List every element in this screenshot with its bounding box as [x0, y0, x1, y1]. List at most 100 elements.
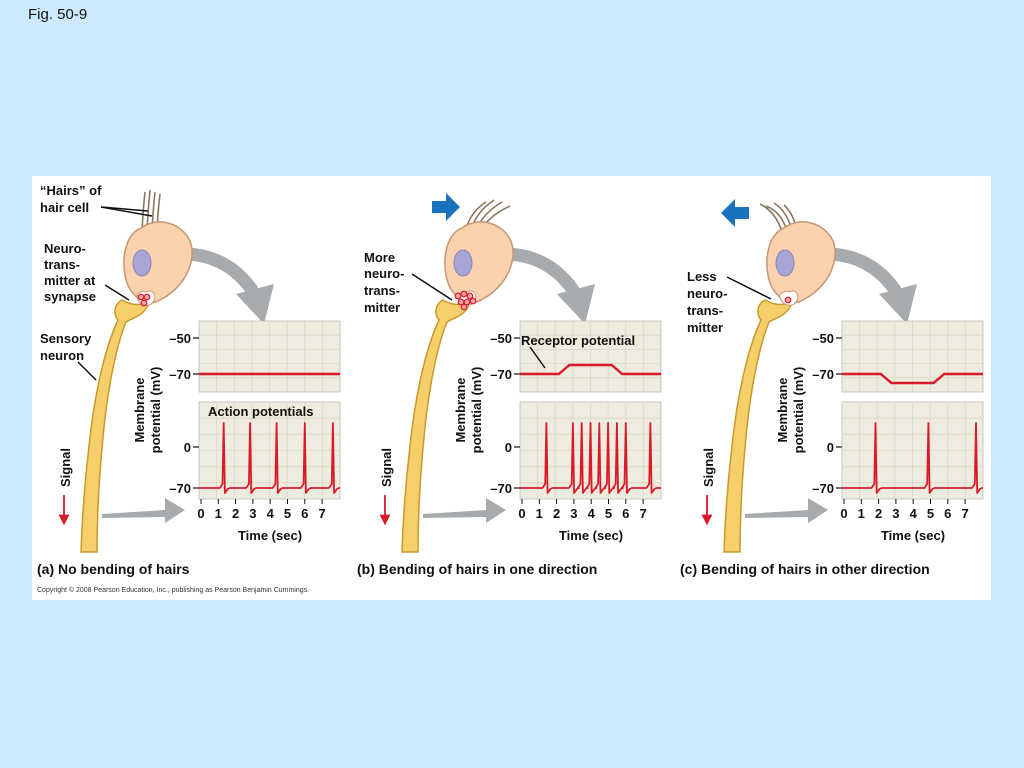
x-tick-label-b-5: 5 [605, 506, 612, 521]
caption-c: (c) Bending of hairs in other direction [680, 561, 930, 577]
x-tick-label-a-4: 4 [267, 506, 275, 521]
panel-b-labels: More neuro- trans- mitter [364, 250, 546, 369]
signal-label-c: Signal [701, 448, 716, 487]
x-tick-label-b-2: 2 [553, 506, 560, 521]
less-nt-label-line3: trans- [687, 303, 723, 318]
less-nt-leader-line [726, 276, 772, 300]
neuron-to-graph-arrow-a [102, 498, 185, 523]
signal-label-a: Signal [58, 448, 73, 487]
vesicle-c-1 [784, 296, 792, 304]
bottom-y-tick-label-b-2: –70 [490, 481, 512, 496]
x-tick-label-c-1: 1 [858, 506, 865, 521]
hair-cell-to-graph-arrow-c [823, 247, 902, 297]
more-nt-label-line4: mitter [364, 300, 400, 315]
top-y-tick-label-a-2: –70 [169, 367, 191, 382]
more-nt-label-line1: More [364, 250, 395, 265]
x-tick-label-b-1: 1 [536, 506, 543, 521]
hair-cell-to-graph-arrowhead-b [557, 284, 595, 324]
x-tick-label-a-2: 2 [232, 506, 239, 521]
more-nt-label-line3: trans- [364, 283, 400, 298]
x-tick-label-a-5: 5 [284, 506, 291, 521]
vesicle-a-3 [140, 299, 148, 307]
caption-b: (b) Bending of hairs in one direction [357, 561, 597, 577]
x-axis-label-b: Time (sec) [559, 528, 623, 543]
bottom-y-tick-label-b-1: 0 [505, 440, 512, 455]
x-tick-label-c-7: 7 [961, 506, 968, 521]
x-tick-label-a-6: 6 [301, 506, 308, 521]
receptor-potential-trace-b [520, 363, 661, 376]
x-tick-label-c-3: 3 [892, 506, 899, 521]
less-nt-label-line2: neuro- [687, 286, 727, 301]
x-tick-label-b-6: 6 [622, 506, 629, 521]
more-nt-leader-line [411, 273, 453, 301]
x-tick-label-c-4: 4 [910, 506, 918, 521]
receptor-potential-leader-line [529, 346, 546, 369]
x-tick-label-c-5: 5 [927, 506, 934, 521]
more-nt-label-line2: neuro- [364, 266, 404, 281]
hair-cell-to-graph-arrow-a [180, 247, 259, 297]
x-axis-label-c: Time (sec) [881, 528, 945, 543]
bend-direction-arrow-right [432, 193, 460, 221]
y-axis-label-b: Membranepotential (mV) [453, 367, 484, 454]
vesicle-b-7 [460, 303, 468, 311]
panel-a-labels: “Hairs” of hair cell Neuro- trans- mitte… [40, 183, 153, 381]
x-tick-label-b-3: 3 [570, 506, 577, 521]
vesicle-b-6 [469, 297, 477, 305]
hair-cell-a [123, 221, 193, 304]
neuron-to-graph-arrow-c [745, 498, 828, 523]
hairs-label-line1: “Hairs” of [40, 183, 102, 198]
x-tick-label-c-2: 2 [875, 506, 882, 521]
nt-synapse-label-line4: synapse [44, 289, 96, 304]
sensory-neuron-a [80, 299, 151, 553]
vesicle-a-2 [143, 293, 151, 301]
top-y-tick-label-a-1: –50 [169, 331, 191, 346]
x-tick-label-a-3: 3 [249, 506, 256, 521]
nt-synapse-label-line3: mitter at [44, 273, 96, 288]
bend-direction-arrow-left [721, 199, 749, 227]
x-tick-label-a-7: 7 [318, 506, 325, 521]
x-tick-label-a-0: 0 [197, 506, 204, 521]
less-nt-label-line4: mitter [687, 320, 723, 335]
receptor-potential-trace-c [842, 372, 983, 385]
vesicle-b-1 [454, 292, 462, 300]
nt-synapse-label-line2: trans- [44, 257, 80, 272]
x-tick-label-c-0: 0 [840, 506, 847, 521]
bottom-y-tick-label-a-2: –70 [169, 481, 191, 496]
top-y-tick-label-b-2: –70 [490, 367, 512, 382]
caption-a: (a) No bending of hairs [37, 561, 190, 577]
bottom-y-tick-label-c-2: –70 [812, 481, 834, 496]
sensory-neuron-c [723, 299, 794, 553]
action-potential-trace-b [520, 422, 661, 494]
y-axis-label-a: Membranepotential (mV) [132, 367, 163, 454]
hairs-label-line2: hair cell [40, 200, 89, 215]
slide-title: Fig. 50-9 [28, 6, 88, 23]
neuron-to-graph-arrow-b [423, 498, 506, 523]
nucleus-b [453, 249, 473, 277]
action-potential-trace-a [199, 422, 340, 494]
x-tick-label-b-0: 0 [518, 506, 525, 521]
x-axis-label-a: Time (sec) [238, 528, 302, 543]
action-potentials-label: Action potentials [208, 404, 313, 419]
top-y-tick-label-b-1: –50 [490, 331, 512, 346]
nucleus-a [132, 249, 152, 277]
hair-cell-to-graph-arrow-b [501, 247, 580, 297]
sensory-neuron-leader-line [77, 361, 97, 381]
less-nt-label-line1: Less [687, 269, 717, 284]
hair-cell-b [444, 221, 514, 304]
signal-label-b: Signal [379, 448, 394, 487]
panel-c-labels: Less neuro- trans- mitter [687, 269, 772, 335]
bottom-y-tick-label-c-1: 0 [827, 440, 834, 455]
hair-cell-to-graph-arrowhead-c [879, 284, 917, 324]
action-potential-trace-c [842, 422, 983, 494]
top-y-tick-label-c-1: –50 [812, 331, 834, 346]
hair-cell-to-graph-arrowhead-a [236, 284, 274, 324]
x-tick-label-a-1: 1 [215, 506, 222, 521]
nucleus-c [775, 249, 795, 277]
vesicle-b-3 [466, 292, 474, 300]
sensory-neuron-label-line2: neuron [40, 348, 84, 363]
nt-synapse-leader-line [104, 284, 130, 301]
